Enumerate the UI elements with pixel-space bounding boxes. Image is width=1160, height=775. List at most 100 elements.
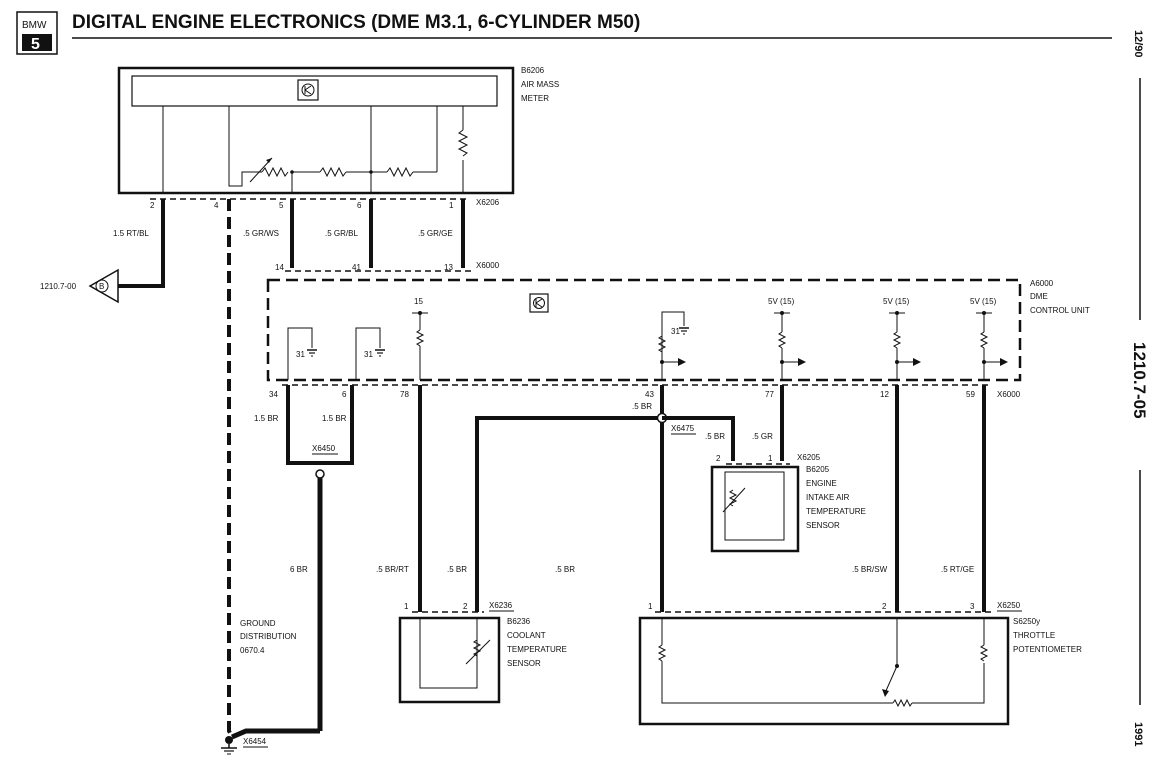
throttle-potentiometer [638, 616, 1010, 726]
ground-31-label: 31 [364, 350, 373, 359]
wire-label: .5 RT/GE [941, 565, 974, 574]
side-date: 12/90 [1132, 30, 1144, 58]
ground-distribution-line [227, 199, 234, 738]
pin-label: 41 [352, 263, 361, 272]
pin-label: 14 [275, 263, 284, 272]
reference-letter: B [99, 282, 104, 291]
wire-label: .5 BR [705, 432, 725, 441]
coolant-sensor-name-1: COOLANT [507, 631, 546, 640]
wire-label: .5 GR [752, 432, 773, 441]
coolant-sensor-id: B6236 [507, 617, 531, 626]
air-mass-meter-id: B6206 [521, 66, 545, 75]
resistor-icon [319, 166, 347, 178]
connector-x6236-label: X6236 [489, 601, 513, 610]
coolant-temp-sensor [398, 616, 501, 704]
supply-5v-label: 5V (15) [970, 297, 997, 306]
air-mass-meter-name-1: AIR MASS [521, 80, 559, 89]
throttle-pot-name-1: THROTTLE [1013, 631, 1055, 640]
connector-x6450-label: X6450 [312, 444, 336, 453]
pin-label: 2 [716, 454, 721, 463]
reference-page: 1210.7-00 [40, 282, 77, 291]
resistor-icon [657, 644, 667, 662]
arrow-icon [678, 358, 686, 366]
ground-icon [307, 349, 317, 357]
pin-label: 6 [357, 201, 362, 210]
resistor-icon [386, 166, 414, 178]
ground-dist-3: 0670.4 [240, 646, 265, 655]
wire-br-intake [662, 416, 735, 461]
dme-name-1: DME [1030, 292, 1048, 301]
dme-name-2: CONTROL UNIT [1030, 306, 1090, 315]
connector-x6000-top-label: X6000 [476, 261, 500, 270]
supply-5v-77: 5V (15) [768, 297, 806, 380]
supply-5v-label: 5V (15) [768, 297, 795, 306]
intake-sensor-name-2: INTAKE AIR [806, 493, 850, 502]
pin-label: 3 [970, 602, 975, 611]
arrow-icon [913, 358, 921, 366]
pin-label: 77 [765, 390, 774, 399]
wire-label: .5 GR/GE [418, 229, 453, 238]
intake-sensor-name-1: ENGINE [806, 479, 837, 488]
ground-31-label: 31 [296, 350, 305, 359]
pin-label: 2 [463, 602, 468, 611]
internal-ground-loop [355, 327, 381, 380]
throttle-pot-id: S6250y [1013, 617, 1040, 626]
ground-dist-2: DISTRIBUTION [240, 632, 297, 641]
resistor-icon [415, 329, 425, 347]
dme-id: A6000 [1030, 279, 1054, 288]
connector-x6250-label: X6250 [997, 601, 1021, 610]
pin-label: 1 [404, 602, 409, 611]
internal-ground-loop [287, 327, 313, 380]
ground-31-label: 31 [671, 327, 680, 336]
pin-label: 6 [342, 390, 347, 399]
wire-label: .5 BR [555, 565, 575, 574]
connector-x6205-label: X6205 [797, 453, 821, 462]
wire-label: 6 BR [290, 565, 308, 574]
wire-ground-br [286, 385, 354, 465]
connector-x6475-label: X6475 [671, 424, 695, 433]
connector-x6454-label: X6454 [243, 737, 267, 746]
wiper-icon [884, 665, 898, 694]
thermistor-icon [472, 639, 482, 657]
variable-resistor-icon [261, 166, 289, 178]
supply-5v-label: 5V (15) [883, 297, 910, 306]
wire-label: .5 BR [447, 565, 467, 574]
transistor-icon [297, 79, 319, 101]
intake-sensor-id: B6205 [806, 465, 830, 474]
air-mass-meter-name-2: METER [521, 94, 549, 103]
side-year: 1991 [1132, 722, 1144, 746]
wire-label: .5 GR/BL [325, 229, 358, 238]
resistor-icon [979, 331, 989, 349]
ground-dist-1: GROUND [240, 619, 276, 628]
dme-control-unit [266, 278, 1022, 382]
connector-x6206-label: X6206 [476, 198, 500, 207]
ground-icon [679, 327, 689, 335]
pin-label: 12 [880, 390, 889, 399]
arrow-icon [798, 358, 806, 366]
wire-rt-bl [118, 199, 165, 288]
supply-5v-12: 5V (15) [883, 297, 921, 380]
coolant-sensor-name-3: SENSOR [507, 659, 541, 668]
pin-label: 78 [400, 390, 409, 399]
wire-label: .5 BR/SW [852, 565, 888, 574]
pin-label: 2 [150, 201, 155, 210]
pin-label: 59 [966, 390, 975, 399]
resistor-icon [892, 698, 913, 708]
wire-br-coolant [475, 416, 662, 612]
pin-label: 13 [444, 263, 453, 272]
pin-label: 34 [269, 390, 278, 399]
page-title: DIGITAL ENGINE ELECTRONICS (DME M3.1, 6-… [72, 12, 640, 33]
wire-label: .5 BR [632, 402, 652, 411]
ground-icon [221, 736, 237, 755]
supply-15-label: 15 [414, 297, 423, 306]
wire-label: 1.5 BR [322, 414, 347, 423]
pin-label: 2 [882, 602, 887, 611]
pin-label: 5 [279, 201, 284, 210]
resistor-icon [892, 331, 902, 349]
intake-sensor-name-3: TEMPERATURE [806, 507, 866, 516]
resistor-icon [777, 331, 787, 349]
wire-label: 1.5 BR [254, 414, 279, 423]
pin-label: 1 [768, 454, 773, 463]
ground-icon [375, 349, 385, 357]
